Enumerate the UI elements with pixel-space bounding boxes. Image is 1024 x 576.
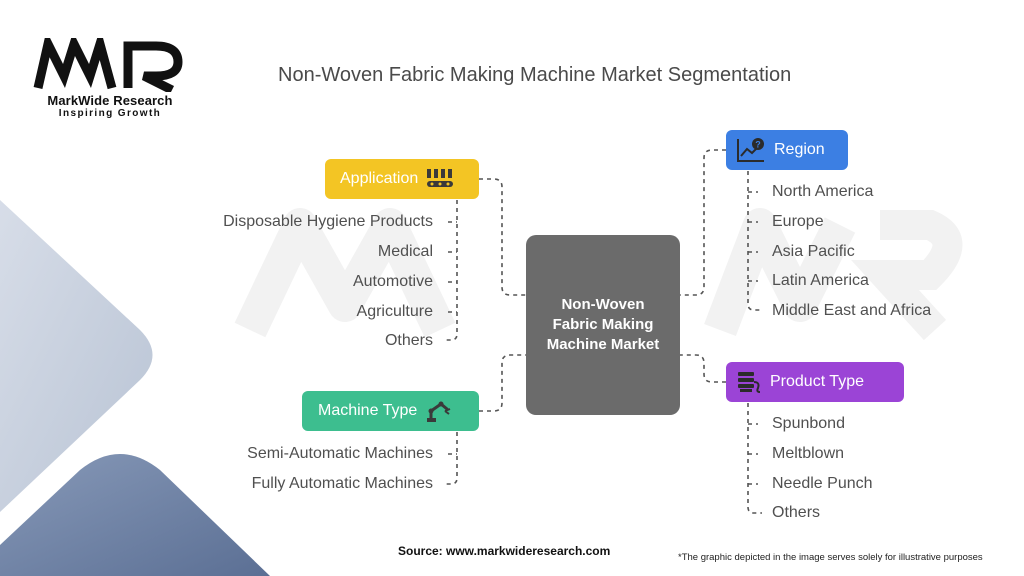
product-type-item: Meltblown bbox=[772, 445, 845, 462]
application-label: Application bbox=[340, 170, 419, 187]
region-category: ? Region bbox=[726, 130, 848, 170]
region-item: Europe bbox=[772, 213, 824, 230]
product-type-item: Needle Punch bbox=[772, 475, 873, 492]
region-item: Latin America bbox=[772, 272, 869, 289]
machine-type-item: Semi-Automatic Machines bbox=[247, 445, 433, 462]
logo-name: MarkWide Research bbox=[47, 93, 173, 108]
machine-type-item: Fully Automatic Machines bbox=[251, 475, 433, 492]
mwr-logo-mark bbox=[33, 38, 183, 92]
region-item: Asia Pacific bbox=[772, 243, 855, 260]
robot-arm-icon bbox=[425, 399, 451, 423]
center-market-box: Non-Woven Fabric Making Machine Market bbox=[526, 235, 680, 415]
application-item: Others bbox=[384, 332, 433, 349]
production-line-icon bbox=[426, 168, 454, 190]
svg-text:?: ? bbox=[755, 140, 761, 150]
machine-type-category: Machine Type bbox=[302, 391, 479, 431]
application-item: Automotive bbox=[352, 273, 433, 290]
application-item: Agriculture bbox=[356, 303, 433, 320]
machine-type-label: Machine Type bbox=[318, 402, 418, 419]
disclaimer-note: *The graphic depicted in the image serve… bbox=[678, 552, 983, 563]
region-chart-icon: ? bbox=[736, 137, 766, 163]
source-credit: Source: www.markwideresearch.com bbox=[398, 544, 611, 558]
company-logo: MarkWide Research Inspiring Growth bbox=[32, 38, 192, 122]
logo-tagline: Inspiring Growth bbox=[58, 108, 162, 119]
product-type-category: Product Type bbox=[726, 362, 904, 402]
application-item: Medical bbox=[377, 243, 433, 260]
product-type-label: Product Type bbox=[770, 373, 864, 390]
page-title: Non-Woven Fabric Making Machine Market S… bbox=[278, 64, 792, 86]
application-category: Application bbox=[325, 159, 479, 199]
region-item: Middle East and Africa bbox=[772, 302, 932, 319]
region-item: North America bbox=[772, 183, 874, 200]
product-type-item: Spunbond bbox=[772, 415, 845, 432]
application-item: Disposable Hygiene Products bbox=[223, 213, 433, 230]
product-type-item: Others bbox=[772, 504, 821, 521]
fabric-roll-icon bbox=[736, 370, 762, 394]
region-label: Region bbox=[774, 141, 825, 158]
